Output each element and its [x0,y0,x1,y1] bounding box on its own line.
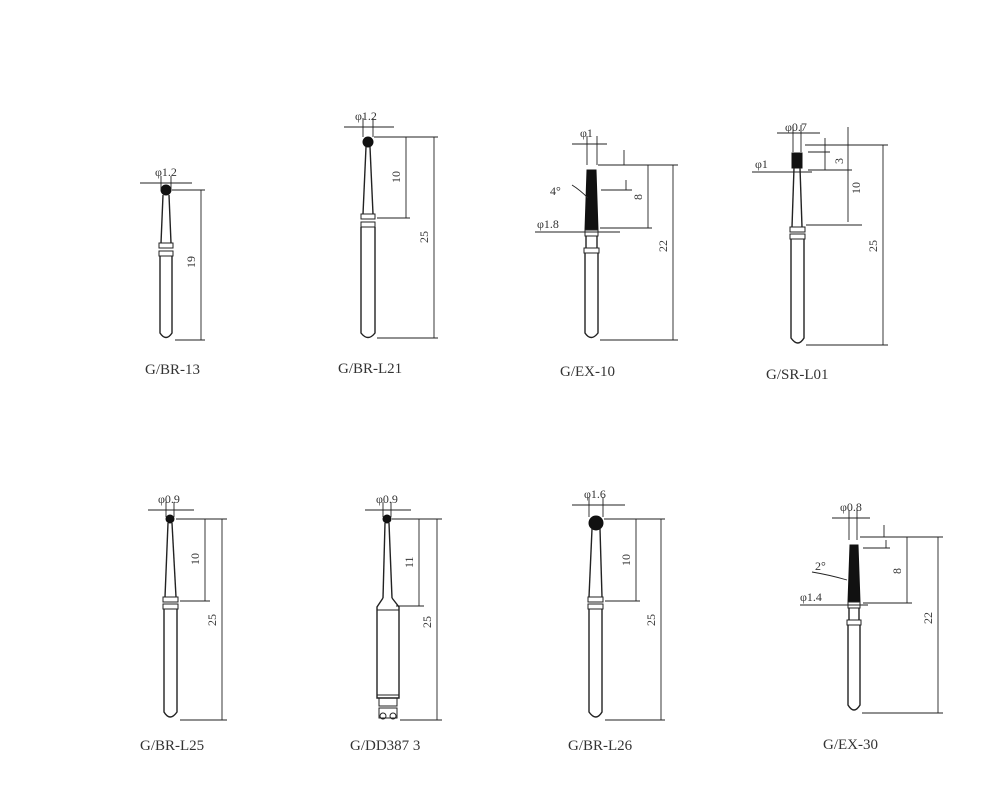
working-length-label: 8 [890,568,904,574]
head-length-label: 3 [832,158,846,164]
taper-angle-label: 4° [550,184,561,198]
total-length-label: 25 [420,616,434,628]
bur-body [583,169,600,339]
dimension-lines [344,118,438,339]
head-diameter-label: φ1.2 [355,109,377,123]
bur-body [789,152,806,344]
working-length-label: 10 [619,554,633,566]
bur-g-dd387-3: φ0.9 11 25 G/DD387 3 [350,492,442,754]
bur-code: G/EX-10 [560,364,615,380]
bur-body [158,184,174,339]
bur-code: G/EX-30 [823,737,878,753]
working-length-label: 8 [631,194,645,200]
total-length-label: 19 [184,256,198,268]
head-diameter-label: φ0.9 [158,492,180,506]
total-length-label: 25 [644,614,658,626]
total-length-label: 25 [866,240,880,252]
head-diameter-label: φ0.8 [840,500,862,514]
bur-code: G/SR-L01 [766,367,829,383]
bur-body [360,136,376,339]
head-diameter-label: φ1.2 [155,165,177,179]
taper-angle-label: 2° [815,559,826,573]
head-diameter-label: φ0.7 [785,120,807,134]
bur-code: G/DD387 3 [350,738,420,754]
working-length-label: 10 [188,553,202,565]
dimension-lines [752,125,888,346]
bur-g-ex-10: φ1 φ1.8 4° 8 22 G/EX-10 [535,126,678,380]
bur-code: G/BR-L26 [568,738,633,754]
bur-body [846,544,862,711]
dimension-lines [800,510,943,714]
base-diameter-label: φ1.4 [800,590,822,604]
dimension-lines [365,502,442,721]
bur-code: G/BR-L25 [140,738,204,754]
total-length-label: 22 [921,612,935,624]
base-diameter-label: φ1 [755,157,768,171]
total-length-label: 25 [205,614,219,626]
bur-g-ex-30: φ0.8 φ1.4 2° 8 22 G/EX-30 [800,500,943,753]
head-diameter-label: φ0.9 [376,492,398,506]
total-length-label: 22 [656,240,670,252]
bur-g-br-13: φ1.2 19 G/BR-13 [140,165,205,378]
bur-code: G/BR-L21 [338,361,402,377]
working-length-label: 11 [402,556,416,568]
dimension-lines [148,502,227,721]
head-diameter-label: φ1 [580,126,593,140]
bur-body [587,515,604,718]
bur-g-br-l26: φ1.6 10 25 G/BR-L26 [568,487,665,754]
bur-code: G/BR-13 [145,362,200,378]
bur-g-sr-l01: φ0.7 φ1 3 10 25 G/SR-L01 [752,120,888,383]
total-length-label: 25 [417,231,431,243]
dimension-lines [535,136,678,341]
dimension-lines [140,176,205,341]
head-diameter-label: φ1.6 [584,487,606,501]
working-length-label: 10 [389,171,403,183]
working-length-label: 10 [849,182,863,194]
dimension-lines [572,497,665,721]
bur-body [376,514,400,720]
bur-g-br-l25: φ0.9 10 25 G/BR-L25 [140,492,227,754]
bur-body [162,514,179,718]
bur-g-br-l21: φ1.2 10 25 G/BR-L21 [338,109,438,377]
base-diameter-label: φ1.8 [537,217,559,231]
